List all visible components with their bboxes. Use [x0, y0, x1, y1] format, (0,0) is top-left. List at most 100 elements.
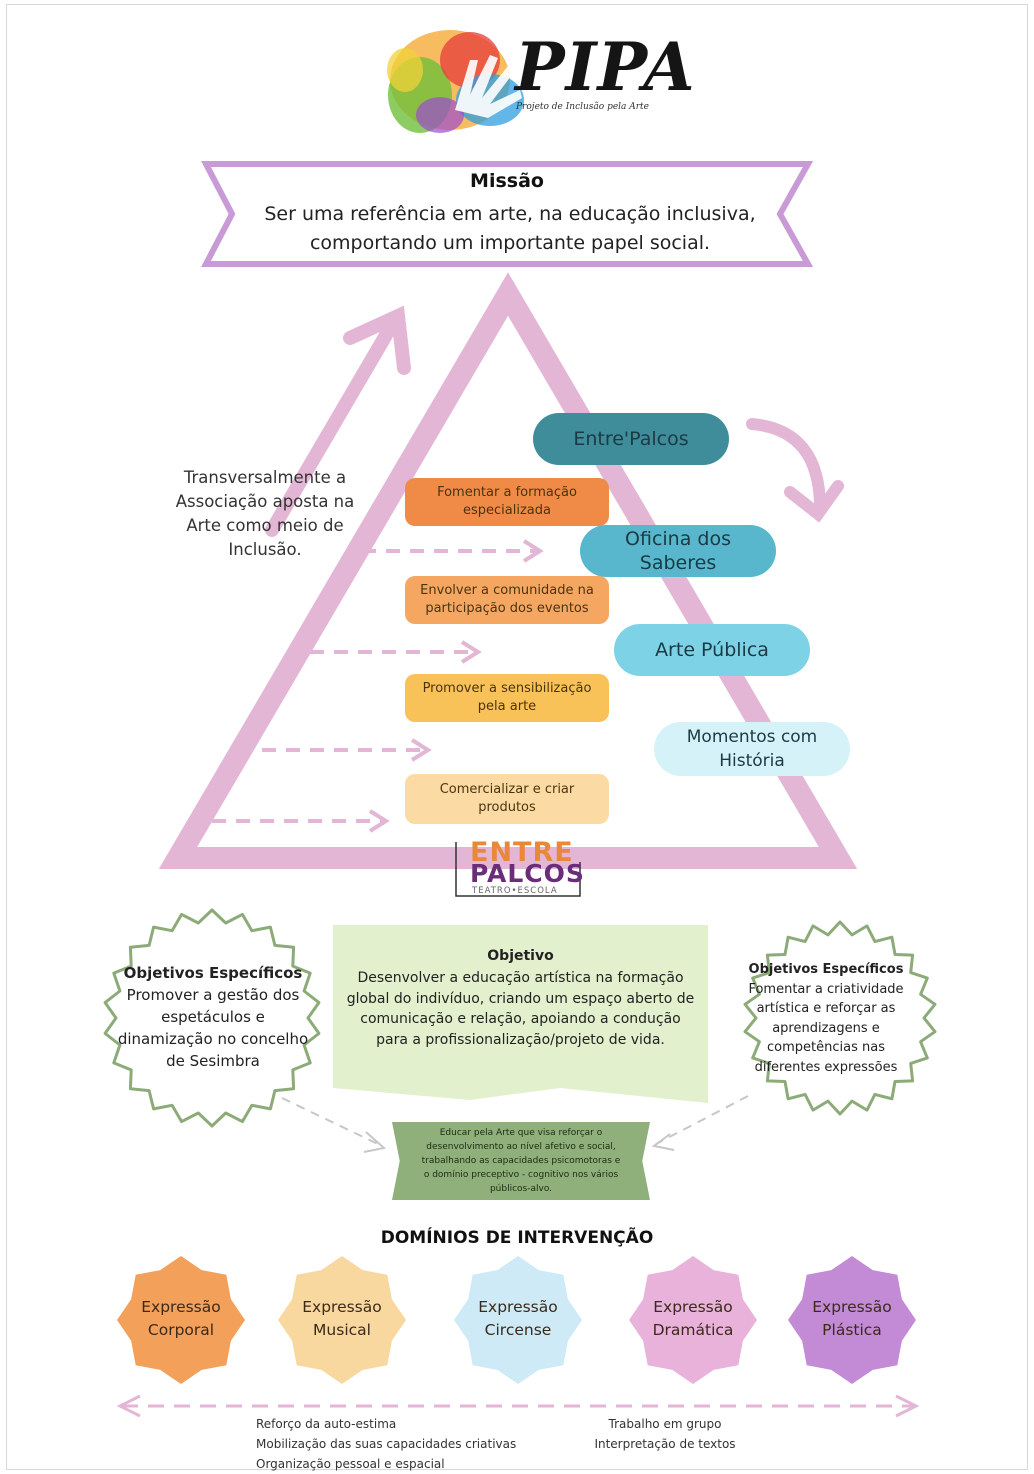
dominio-label: Corporal: [147, 1321, 215, 1339]
spec-title: Objetivos Específicos: [123, 964, 303, 982]
objective-comunidade: Envolver a comunidade na participação dos…: [405, 576, 609, 624]
entre-palcos-logo-line2: PALCOS: [470, 859, 585, 888]
entre-palcos-frame: [455, 842, 581, 897]
connector-lines: [281, 1095, 749, 1147]
objetivo-box: [333, 925, 708, 1103]
text-line: diferentes expressões: [754, 1059, 898, 1075]
text-line: de Sesimbra: [166, 1052, 260, 1070]
objective-label: Fomentar a formação: [437, 485, 577, 500]
objetivo-text: Desenvolver a educação artística na form…: [336, 968, 705, 1050]
dominio-label: Expressão: [812, 1298, 892, 1316]
page-frame: [6, 4, 1028, 1470]
text-line: Inclusão.: [228, 540, 302, 559]
text-line: Reforço da auto-estima: [256, 1417, 397, 1431]
specific-objectives-right: Objetivos Específicos Fomentar a criativ…: [738, 960, 914, 1077]
logo-paint-splash: [387, 30, 524, 133]
dominio-label: Plástica: [822, 1321, 882, 1339]
text-line: Educar pela Arte que visa reforçar o: [439, 1128, 603, 1138]
star-shapes: [103, 908, 937, 1384]
entre-palcos-logo-line1: ENTRE: [470, 837, 574, 868]
dominio-star: [629, 1256, 757, 1384]
text-line: Transversalmente a: [183, 468, 347, 487]
mission-line: comportando um importante papel social.: [309, 232, 711, 254]
pill-label: Saberes: [639, 552, 717, 574]
text-line: competências nas: [767, 1040, 885, 1055]
objective-label: Comercializar e criar: [439, 782, 575, 797]
text-line: públicos-alvo.: [489, 1184, 553, 1194]
mission-banner: [201, 161, 814, 267]
text-line: Desenvolver a educação artística na form…: [357, 970, 684, 986]
spec-title: Objetivos Específicos: [748, 962, 904, 977]
dominio-label: Expressão: [478, 1298, 558, 1316]
bottom-left-text: Reforço da auto-estima Mobilização das s…: [256, 1414, 516, 1474]
text-line: Interpretação de textos: [594, 1437, 736, 1451]
educar-box: Educar pela Arte que visa reforçar o des…: [392, 1122, 650, 1200]
logo-title: PIPA: [515, 28, 696, 106]
pill-arte-publica: Arte Pública: [614, 624, 810, 676]
dashed-arrows: [212, 549, 538, 823]
dominio-label: Musical: [313, 1321, 371, 1339]
text-line: aprendizagens e: [772, 1020, 880, 1036]
objective-comercializar: Comercializar e criar produtos: [405, 774, 609, 824]
double-arrow: [116, 1394, 920, 1418]
text-line: espetáculos e: [161, 1008, 265, 1026]
objetivo-title: Objetivo: [487, 948, 554, 964]
dominio-label: Expressão: [141, 1298, 221, 1316]
dominio-label: Expressão: [302, 1298, 382, 1316]
objective-sensibilizacao: Promover a sensibilização pela arte: [405, 674, 609, 722]
text-line: trabalhando as capacidades psicomotoras …: [421, 1156, 621, 1166]
text-line: Mobilização das suas capacidades criativ…: [256, 1437, 517, 1451]
objective-formacao: Fomentar a formação especializada: [405, 478, 609, 526]
text-line: global do indivíduo, criando um espaço a…: [346, 990, 695, 1007]
text-line: dinamização no concelho: [117, 1030, 309, 1048]
objective-label: especializada: [463, 503, 551, 518]
objective-label: Envolver a comunidade na: [420, 583, 594, 598]
text-line: artística e reforçar as: [756, 1001, 896, 1016]
text-line: Fomentar a criatividade: [748, 981, 904, 997]
objective-label: pela arte: [477, 699, 537, 714]
curved-arrow-icon: [746, 418, 844, 523]
pill-label: História: [719, 751, 785, 771]
mission-line: Ser uma referência em arte, na educação …: [264, 203, 756, 225]
dominio-label: Expressão: [653, 1298, 733, 1316]
pill-label: Entre'Palcos: [573, 428, 689, 450]
hand-icon: [455, 55, 522, 118]
logo-subtitle: Projeto de Inclusão pela Arte: [516, 102, 650, 112]
mission-title: Missão: [470, 170, 544, 192]
text-line: desenvolvimento ao nível afetivo e socia…: [426, 1142, 616, 1152]
entre-palcos-logo-line3: TEATRO•ESCOLA: [472, 886, 558, 896]
dominio-star: [278, 1256, 406, 1384]
dominios-title: DOMÍNIOS DE INTERVENÇÃO: [380, 1228, 654, 1248]
pill-entre-palcos: Entre'Palcos: [533, 413, 729, 465]
dominio-star: [454, 1256, 582, 1384]
up-arrow-icon: [265, 305, 411, 537]
objective-label: produtos: [478, 800, 536, 815]
text-line: para a profissionalização/projeto de vid…: [376, 1031, 665, 1048]
pill-label: Arte Pública: [655, 639, 769, 661]
dominio-label: Dramática: [652, 1321, 734, 1339]
badge-right: [743, 920, 937, 1116]
bottom-right-text: Trabalho em grupo Interpretação de texto…: [582, 1414, 748, 1454]
badge-left: [103, 908, 321, 1128]
dominio-star: [117, 1256, 245, 1384]
objective-label: Promover a sensibilização: [422, 681, 592, 696]
dominio-label: Circense: [484, 1321, 552, 1339]
text-line: o domínio preceptivo - cognitivo nos vár…: [423, 1170, 619, 1180]
text-line: comunicação e relação, apoiando a conduç…: [360, 1011, 681, 1027]
dominio-star: [788, 1256, 916, 1384]
text-line: Arte como meio de: [186, 516, 344, 535]
text-line: Associação aposta na: [175, 492, 355, 511]
objective-label: participação dos eventos: [425, 601, 589, 616]
pill-label: Oficina dos: [625, 528, 731, 550]
text-line: Promover a gestão dos: [126, 986, 300, 1004]
specific-objectives-left: Objetivos Específicos Promover a gestão …: [108, 962, 318, 1072]
pill-label: Momentos com: [686, 727, 818, 747]
text-line: Trabalho em grupo: [608, 1417, 722, 1431]
